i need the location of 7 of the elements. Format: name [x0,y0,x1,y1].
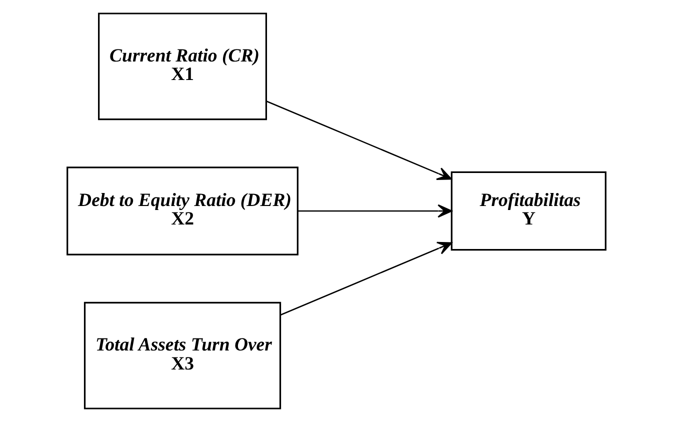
node-box: Total Assets Turn Over X3 [84,302,282,410]
node-box: Profitabilitas Y [450,171,606,251]
node-box: Current Ratio (CR) X1 [98,12,267,120]
arrow [266,100,452,180]
node-box: Debt to Equity Ratio (DER) X2 [66,166,298,256]
arrow [298,204,452,218]
arrow [280,242,452,316]
